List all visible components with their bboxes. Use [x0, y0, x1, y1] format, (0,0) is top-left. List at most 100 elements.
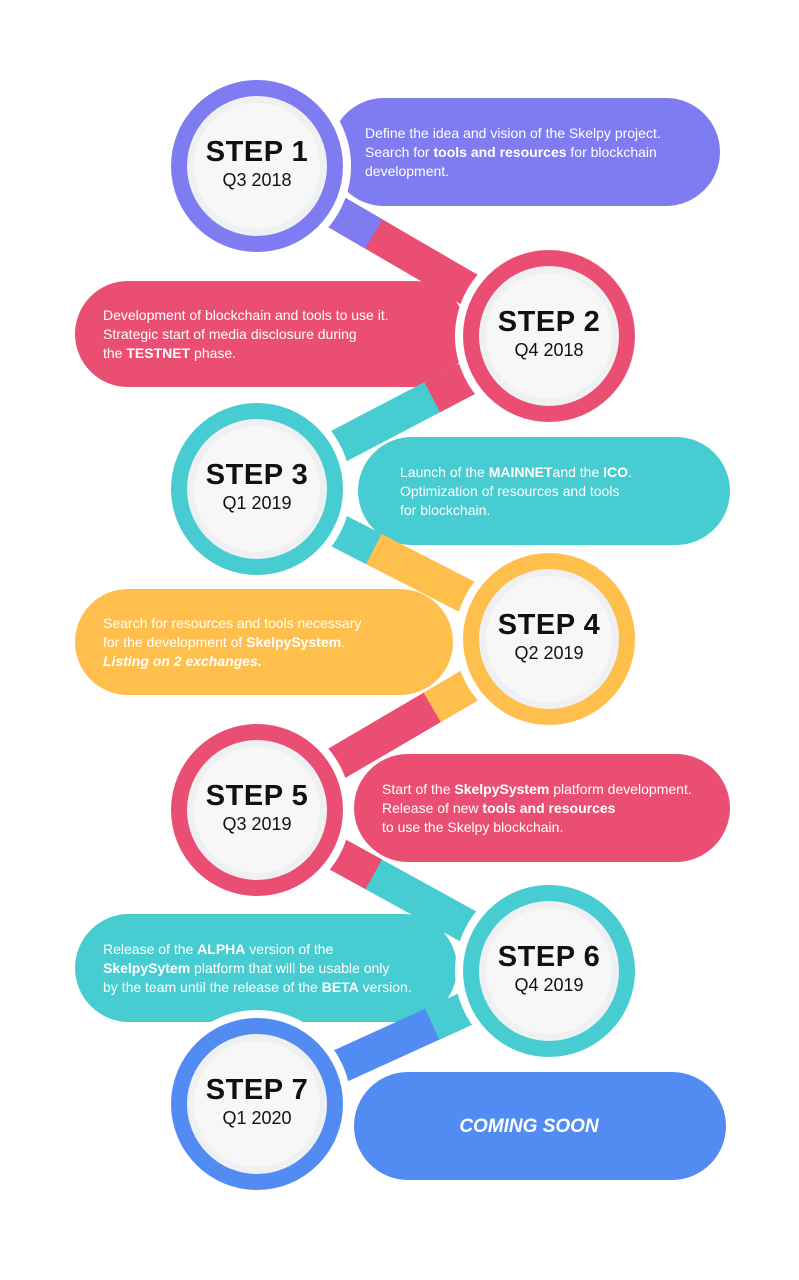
bold-text: ICO	[603, 463, 629, 480]
step-5-pill	[354, 754, 730, 862]
step-title: STEP 1	[205, 136, 309, 168]
description-line: to use the Skelpy blockchain.	[382, 818, 710, 837]
text: Launch of the	[400, 463, 489, 480]
description-line: Launch of the MAINNETand the ICO.	[400, 463, 710, 482]
step-quarter: Q1 2019	[222, 493, 292, 513]
description-line: Release of the ALPHA version of the	[103, 940, 437, 959]
description-line: SkelpySytem platform that will be usable…	[103, 959, 437, 978]
text: Release of new	[382, 799, 483, 816]
step-quarter: Q3 2019	[222, 814, 292, 834]
bold-text: SkelpySystem	[246, 633, 342, 650]
text: and the	[552, 463, 604, 480]
step-1-disc	[194, 103, 320, 229]
description-line: Start of the SkelpySystem platform devel…	[382, 780, 710, 799]
text: for blockchain	[566, 143, 657, 160]
step-2-description: Development of blockchain and tools to u…	[103, 281, 447, 387]
step-5-disc	[194, 747, 320, 873]
text: .	[341, 633, 346, 650]
bold-text: ALPHA	[197, 940, 246, 957]
description-line: Define the idea and vision of the Skelpy…	[365, 124, 700, 143]
text: the	[103, 344, 127, 361]
text: Strategic start of media disclosure duri…	[103, 325, 357, 342]
description-line: by the team until the release of the BET…	[103, 978, 437, 997]
text: version of the	[245, 940, 334, 957]
step-4-disc	[486, 576, 612, 702]
text: version.	[358, 978, 412, 995]
italic-text: Listing on 2 exchanges.	[103, 652, 262, 669]
italic-text: COMING SOON	[459, 1115, 599, 1137]
description-line: the TESTNET phase.	[103, 344, 447, 363]
description-line: for the development of SkelpySystem.	[103, 633, 433, 652]
step-4-pill	[75, 589, 453, 695]
bold-text: MAINNET	[488, 463, 553, 480]
description-line: Listing on 2 exchanges.	[103, 652, 433, 671]
step-3-description: Launch of the MAINNETand the ICO.Optimiz…	[400, 437, 710, 545]
circle-layer	[163, 72, 643, 1198]
text: Start of the	[382, 780, 455, 797]
text: Search for resources and tools necessary	[103, 614, 362, 631]
step-3-pill	[358, 437, 730, 545]
description-line: COMING SOON	[459, 1117, 598, 1136]
step-7-pill	[354, 1072, 726, 1180]
step-title: STEP 6	[497, 941, 601, 973]
description-line: Search for tools and resources for block…	[365, 143, 700, 162]
text: phase.	[190, 344, 237, 361]
text: platform development.	[549, 780, 692, 797]
step-title: STEP 3	[205, 459, 309, 491]
step-quarter: Q2 2019	[514, 643, 584, 663]
bold-text: SkelpySytem	[103, 959, 191, 976]
bold-text: SkelpySystem	[454, 780, 550, 797]
text: for the development of	[103, 633, 247, 650]
step-title: STEP 7	[205, 1074, 309, 1106]
text: Search for	[365, 143, 434, 160]
text: to use the Skelpy blockchain.	[382, 818, 564, 835]
step-quarter: Q4 2019	[514, 975, 584, 995]
text: development.	[365, 162, 450, 179]
description-line: development.	[365, 162, 700, 181]
description-line: for blockchain.	[400, 501, 710, 520]
description-line: Search for resources and tools necessary	[103, 614, 433, 633]
description-line: Optimization of resources and tools	[400, 482, 710, 501]
step-title: STEP 4	[497, 609, 601, 641]
step-6-pill	[75, 914, 457, 1022]
bold-text: TESTNET	[126, 344, 191, 361]
step-title: STEP 2	[497, 306, 601, 338]
step-quarter: Q3 2018	[222, 170, 292, 190]
step-6-disc	[486, 908, 612, 1034]
step-4-description: Search for resources and tools necessary…	[103, 589, 433, 695]
step-1-pill	[330, 98, 720, 206]
description-line: Development of blockchain and tools to u…	[103, 306, 447, 325]
step-quarter: Q1 2020	[222, 1108, 292, 1128]
pill-layer	[75, 98, 730, 1180]
text: Development of blockchain and tools to u…	[103, 306, 389, 323]
step-2-pill	[75, 281, 467, 387]
step-7-description: COMING SOON	[352, 1072, 706, 1180]
text: by the team until the release of the	[103, 978, 322, 995]
step-7-disc	[194, 1041, 320, 1167]
text: Define the idea and vision of the Skelpy…	[365, 124, 661, 141]
bold-text: BETA	[321, 978, 359, 995]
step-quarter: Q4 2018	[514, 340, 584, 360]
bold-text: tools and resources	[482, 799, 616, 816]
step-5-description: Start of the SkelpySystem platform devel…	[382, 754, 710, 862]
text: Optimization of resources and tools	[400, 482, 620, 499]
step-3-disc	[194, 426, 320, 552]
bold-text: tools and resources	[433, 143, 567, 160]
text: platform that will be usable only	[190, 959, 390, 976]
step-2-disc	[486, 273, 612, 399]
text: Release of the	[103, 940, 198, 957]
description-line: Strategic start of media disclosure duri…	[103, 325, 447, 344]
text: for blockchain.	[400, 501, 491, 518]
step-title: STEP 5	[205, 780, 309, 812]
description-line: Release of new tools and resources	[382, 799, 710, 818]
text: .	[628, 463, 632, 480]
